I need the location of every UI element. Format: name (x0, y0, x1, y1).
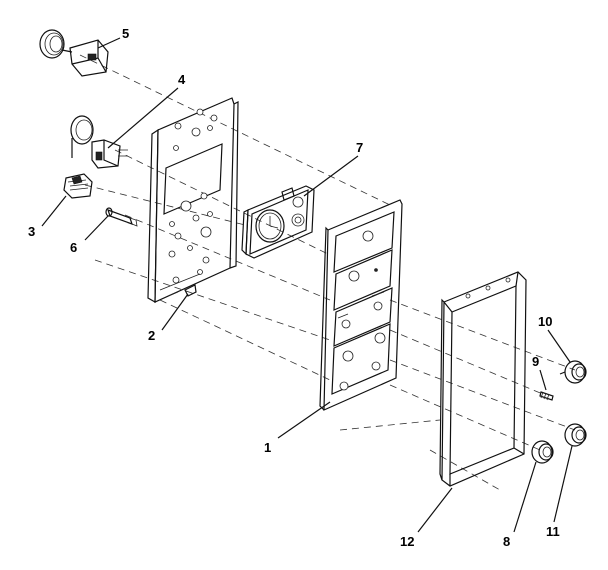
part-1-panel (319, 199, 403, 411)
part-9-spring (539, 391, 554, 401)
part-4-switch (70, 115, 128, 169)
callout-10: 10 (538, 314, 552, 329)
callout-7: 7 (356, 140, 363, 155)
part-5-thermostat (39, 29, 109, 77)
callout-5: 5 (122, 26, 129, 41)
part-2-bracket (147, 97, 239, 304)
callout-9: 9 (532, 354, 539, 369)
callout-12: 12 (400, 534, 414, 549)
part-6-shaft (105, 207, 138, 227)
callout-1: 1 (264, 440, 271, 455)
part-10-knob (559, 360, 587, 384)
part-3-switch (63, 173, 93, 199)
callout-2: 2 (148, 328, 155, 343)
part-7-clock (241, 185, 315, 259)
part-8-knob (531, 440, 554, 464)
callout-8: 8 (503, 534, 510, 549)
callout-3: 3 (28, 224, 35, 239)
callout-6: 6 (70, 240, 77, 255)
leader-lines (41, 37, 573, 533)
callout-11: 11 (546, 524, 560, 539)
part-11-knob (564, 423, 587, 447)
callout-4: 4 (178, 72, 186, 87)
callout-labels: 5 4 3 6 2 7 1 12 8 11 10 9 (28, 26, 560, 549)
part-12-frame (439, 271, 527, 487)
